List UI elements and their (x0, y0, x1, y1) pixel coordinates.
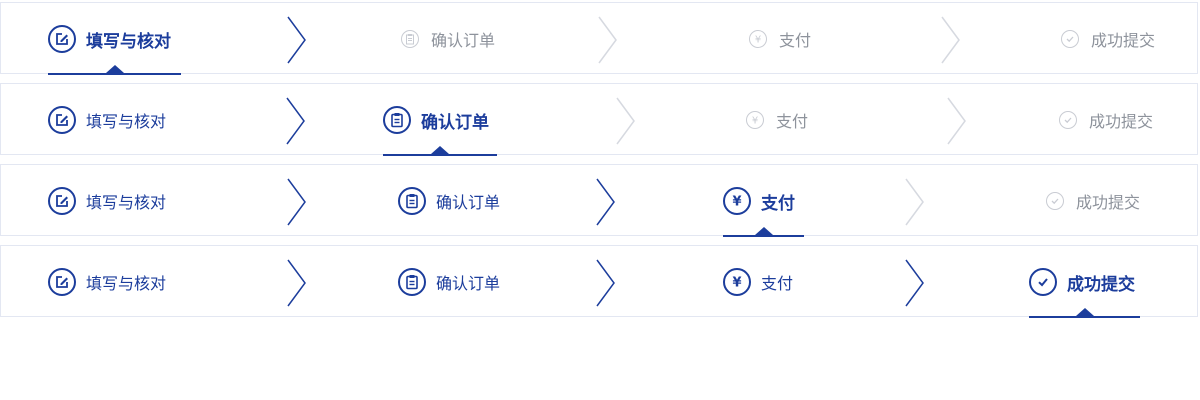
active-step-underline (723, 227, 804, 237)
step-pay[interactable]: ¥ 支付 (723, 246, 793, 318)
svg-text:¥: ¥ (755, 35, 761, 46)
step-success[interactable]: 成功提交 (1029, 246, 1140, 318)
step-label: 成功提交 (1091, 33, 1156, 50)
check-icon (1046, 192, 1064, 210)
step-fill-check[interactable]: 填写与核对 (48, 246, 166, 318)
step-label: 填写与核对 (86, 276, 167, 293)
step-confirm-order[interactable]: 确认订单 (398, 246, 500, 318)
step-success[interactable]: 成功提交 (1059, 84, 1153, 156)
check-icon (1061, 30, 1079, 48)
step-fill-check[interactable]: 填写与核对 (48, 165, 166, 237)
yen-icon: ¥ (723, 187, 751, 215)
yen-icon: ¥ (723, 268, 751, 296)
active-step-underline (1029, 308, 1140, 318)
chevron-separator-icon (597, 16, 619, 64)
step-success[interactable]: 成功提交 (1046, 165, 1140, 237)
chevron-separator-icon (285, 97, 307, 145)
check-icon (1059, 111, 1077, 129)
check-icon (1029, 268, 1057, 296)
step-confirm-order[interactable]: 确认订单 (398, 165, 500, 237)
step-label: 成功提交 (1076, 195, 1141, 212)
step-pay[interactable]: ¥ 支付 (746, 84, 808, 156)
active-step-underline (48, 65, 181, 75)
progress-bar-1: 填写与核对 确认订单 ¥ 支付 成功提交 (0, 2, 1198, 75)
chevron-separator-icon (286, 259, 308, 307)
step-label: 确认订单 (431, 33, 496, 50)
step-confirm-order[interactable]: 确认订单 (383, 84, 497, 156)
chevron-separator-icon (940, 16, 962, 64)
step-label: 填写与核对 (86, 31, 171, 51)
yen-icon: ¥ (746, 111, 764, 129)
active-step-underline (383, 146, 497, 156)
chevron-separator-icon (946, 97, 968, 145)
svg-text:¥: ¥ (732, 195, 741, 210)
progress-bar-4: 填写与核对 确认订单 ¥ 支付 成功提交 (0, 245, 1198, 318)
chevron-separator-icon (595, 259, 617, 307)
step-pay[interactable]: ¥ 支付 (723, 165, 804, 237)
step-label: 支付 (761, 193, 795, 213)
clipboard-icon (401, 30, 419, 48)
step-label: 填写与核对 (86, 195, 167, 212)
step-label: 填写与核对 (86, 114, 167, 131)
step-label: 支付 (779, 33, 812, 50)
step-label: 支付 (776, 114, 809, 131)
edit-icon (48, 25, 76, 53)
chevron-separator-icon (286, 16, 308, 64)
edit-icon (48, 187, 76, 215)
step-pay[interactable]: ¥ 支付 (749, 3, 811, 75)
step-label: 确认订单 (421, 112, 489, 132)
yen-icon: ¥ (749, 30, 767, 48)
chevron-separator-icon (286, 178, 308, 226)
chevron-separator-icon (595, 178, 617, 226)
chevron-separator-icon (904, 259, 926, 307)
edit-icon (48, 268, 76, 296)
clipboard-icon (398, 268, 426, 296)
clipboard-icon (398, 187, 426, 215)
step-label: 确认订单 (436, 276, 501, 293)
step-success[interactable]: 成功提交 (1061, 3, 1155, 75)
svg-text:¥: ¥ (732, 276, 741, 291)
progress-bar-2: 填写与核对 确认订单 ¥ 支付 成功提交 (0, 83, 1198, 156)
step-confirm-order[interactable]: 确认订单 (401, 3, 495, 75)
progress-bar-3: 填写与核对 确认订单 ¥ 支付 成功提交 (0, 164, 1198, 237)
chevron-separator-icon (904, 178, 926, 226)
edit-icon (48, 106, 76, 134)
step-label: 确认订单 (436, 195, 501, 212)
step-label: 支付 (761, 276, 794, 293)
chevron-separator-icon (615, 97, 637, 145)
step-fill-check[interactable]: 填写与核对 (48, 84, 166, 156)
step-label: 成功提交 (1067, 274, 1135, 294)
svg-text:¥: ¥ (752, 116, 758, 127)
clipboard-icon (383, 106, 411, 134)
step-label: 成功提交 (1089, 114, 1154, 131)
step-fill-check[interactable]: 填写与核对 (48, 3, 181, 75)
